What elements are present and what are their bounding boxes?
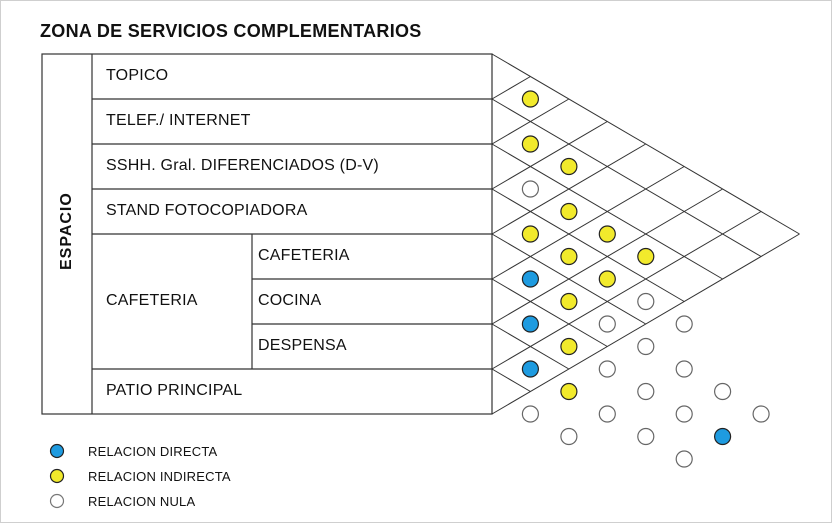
relation-mark-nula <box>637 337 655 356</box>
relation-mark-nula <box>637 382 655 401</box>
relation-mark-indirecta <box>560 382 578 401</box>
relation-mark-nula <box>675 450 693 468</box>
grid-diagonal <box>491 188 685 302</box>
row-label-cocina: COCINA <box>258 292 322 309</box>
legend-label-nula: RELACION NULA <box>88 494 196 509</box>
relation-mark-nula <box>637 427 655 446</box>
relation-mark-nula <box>598 315 616 333</box>
legend-swatches <box>49 443 65 509</box>
relation-mark-indirecta <box>598 270 616 288</box>
row-label-despensa: DESPENSA <box>258 337 347 354</box>
row-label-topico: TOPICO <box>106 67 169 84</box>
relation-mark-indirecta <box>521 225 540 243</box>
relation-mark-indirecta <box>560 337 578 356</box>
row-label-telef-internet: TELEF./ INTERNET <box>106 112 251 129</box>
relation-mark-nula <box>521 180 540 198</box>
relation-mark-indirecta <box>560 247 578 266</box>
relation-mark-indirecta <box>560 292 578 311</box>
legend-swatch-directa <box>49 443 65 459</box>
row-label-stand-fotocopiadora: STAND FOTOCOPIADORA <box>106 202 308 219</box>
relation-mark-nula <box>752 405 770 423</box>
espacio-label: ESPACIO <box>58 192 75 270</box>
relation-mark-indirecta <box>560 202 578 221</box>
grid-diagonal <box>491 76 531 100</box>
relation-mark-nula <box>598 360 616 378</box>
relation-mark-indirecta <box>521 135 540 153</box>
grid-diagonal <box>491 121 608 190</box>
row-label-sshh: SSHH. Gral. DIFERENCIADOS (D-V) <box>106 157 379 174</box>
relation-grid <box>491 53 800 415</box>
legend-swatch-indirecta <box>49 468 65 484</box>
relation-mark-directa <box>521 360 540 378</box>
relation-mark-nula <box>675 315 693 333</box>
grid-diagonal <box>491 188 723 325</box>
relation-mark-nula <box>521 405 540 423</box>
group-label-cafeteria: CAFETERIA <box>106 292 198 309</box>
grid-diagonal <box>491 98 570 145</box>
relation-mark-nula <box>713 382 732 401</box>
relation-mark-indirecta <box>560 157 578 176</box>
relation-marks <box>521 90 770 468</box>
relation-mark-nula <box>598 405 616 423</box>
grid-diagonal <box>491 143 647 235</box>
relation-mark-indirecta <box>598 225 616 243</box>
relation-mark-indirecta <box>521 90 540 108</box>
relation-mark-directa <box>521 315 540 333</box>
relation-mark-directa <box>713 427 732 446</box>
legend-label-indirecta: RELACION INDIRECTA <box>88 469 231 484</box>
relation-mark-nula <box>675 405 693 423</box>
diagram-title: ZONA DE SERVICIOS COMPLEMENTARIOS <box>40 21 422 41</box>
grid-diagonal <box>491 211 762 370</box>
row-label-patio-principal: PATIO PRINCIPAL <box>106 382 243 399</box>
grid-diagonal <box>491 368 531 392</box>
relation-mark-nula <box>675 360 693 378</box>
legend-swatch-nula <box>49 493 65 509</box>
grid-diagonal <box>491 166 685 280</box>
row-label-cafeteria: CAFETERIA <box>258 247 350 264</box>
relation-mark-nula <box>637 292 655 311</box>
relation-mark-nula <box>560 427 578 446</box>
grid-diagonal <box>491 98 762 257</box>
grid-diagonal <box>491 278 608 347</box>
relation-mark-indirecta <box>637 247 655 266</box>
legend-label-directa: RELACION DIRECTA <box>88 444 218 459</box>
relation-mark-directa <box>521 270 540 288</box>
